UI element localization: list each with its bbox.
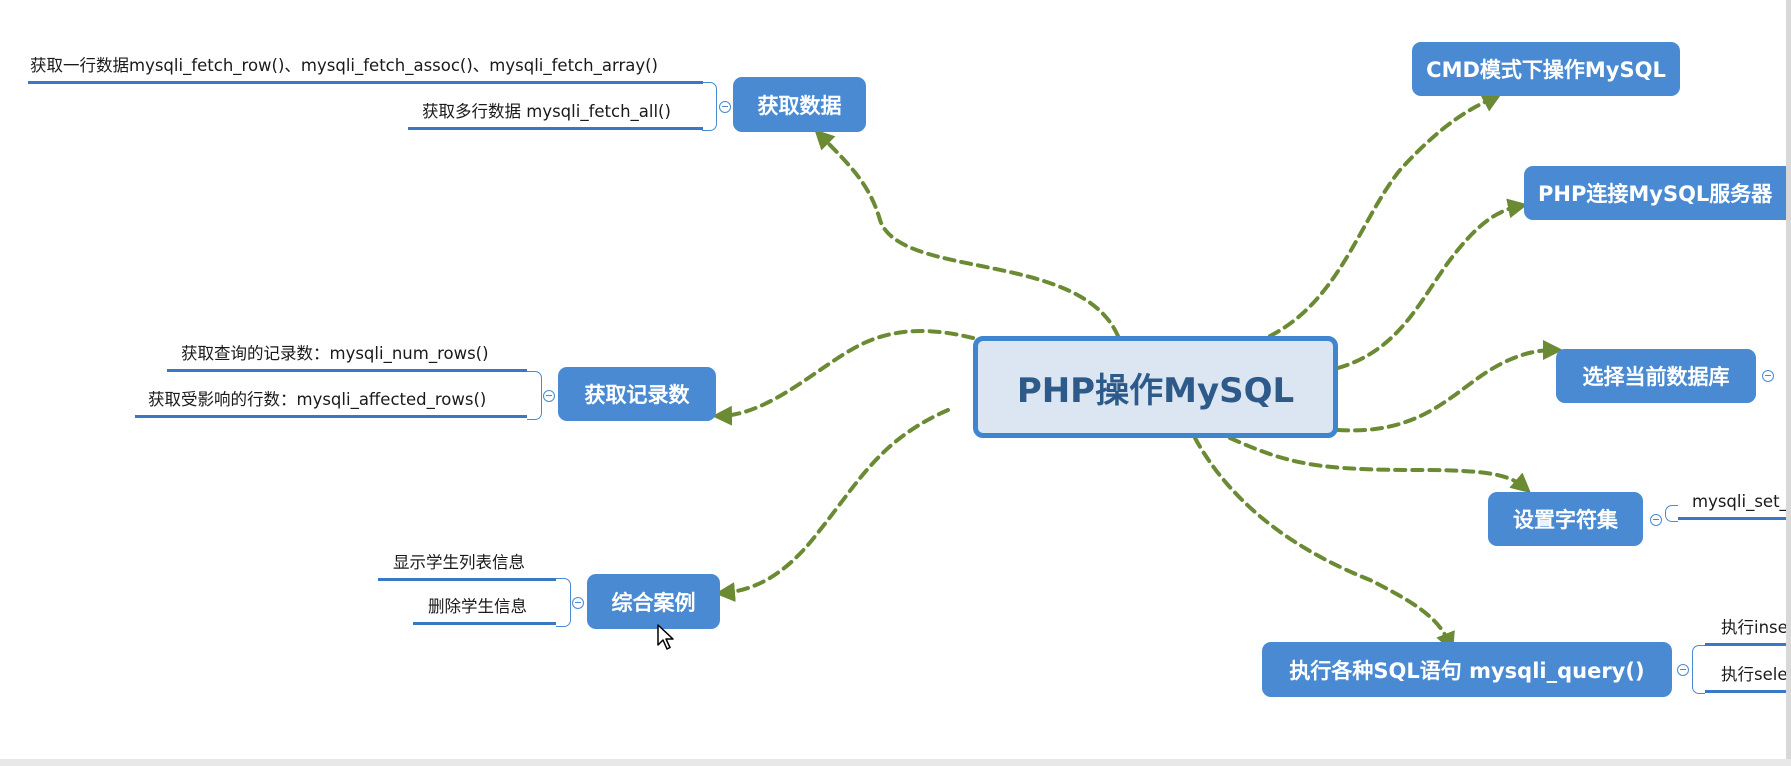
central-topic-label: PHP操作MySQL xyxy=(1016,370,1295,411)
leaf-show-students-underline xyxy=(378,578,556,581)
topic-charset[interactable]: 设置字符集 xyxy=(1488,492,1643,546)
leaf-exec-select-text: 执行sele xyxy=(1721,665,1786,684)
leaf-affected-rows-underline xyxy=(135,415,527,418)
topic-query[interactable]: 执行各种SQL语句 mysqli_query() xyxy=(1262,642,1672,697)
leaf-fetch-all-text: 获取多行数据 mysqli_fetch_all() xyxy=(422,102,671,121)
leaf-num-rows-text: 获取查询的记录数：mysqli_num_rows() xyxy=(181,344,489,363)
connector-to-charset xyxy=(1228,436,1532,494)
leaf-fetch-row[interactable]: 获取一行数据mysqli_fetch_row()、mysqli_fetch_as… xyxy=(30,56,702,76)
topic-row-count[interactable]: 获取记录数 xyxy=(558,367,716,421)
connector-to-select-db xyxy=(1336,340,1563,433)
collapse-toggle-charset[interactable] xyxy=(1650,514,1662,526)
topic-case-study[interactable]: 综合案例 xyxy=(587,574,720,629)
connector-to-case-study xyxy=(715,408,950,602)
topic-connect-label: PHP连接MySQL服务器 xyxy=(1538,182,1773,206)
leaf-fetch-row-text: 获取一行数据mysqli_fetch_row()、mysqli_fetch_as… xyxy=(30,56,658,75)
leaf-delete-student[interactable]: 删除学生信息 xyxy=(428,597,556,617)
leaf-set-charset-underline xyxy=(1678,517,1786,520)
leaf-show-students[interactable]: 显示学生列表信息 xyxy=(393,553,556,573)
topic-charset-label: 设置字符集 xyxy=(1513,508,1618,532)
leaf-exec-select-underline xyxy=(1705,690,1786,693)
leaf-exec-insert-underline xyxy=(1705,643,1786,646)
connector-to-query xyxy=(1193,436,1455,653)
topic-cmd[interactable]: CMD模式下操作MySQL xyxy=(1412,42,1680,96)
bracket-row-count xyxy=(527,371,542,420)
topic-fetch-data[interactable]: 获取数据 xyxy=(733,77,866,132)
leaf-delete-student-underline xyxy=(413,622,556,625)
topic-connect[interactable]: PHP连接MySQL服务器 xyxy=(1524,166,1786,220)
leaf-show-students-text: 显示学生列表信息 xyxy=(393,553,525,572)
central-topic[interactable]: PHP操作MySQL xyxy=(973,336,1338,438)
topic-select-db-label: 选择当前数据库 xyxy=(1582,365,1730,389)
leaf-exec-select[interactable]: 执行sele xyxy=(1721,665,1786,685)
leaf-fetch-all-underline xyxy=(408,127,703,130)
mouse-cursor-icon xyxy=(657,624,674,650)
connector-to-fetch-data xyxy=(814,129,1120,338)
bracket-fetch-data xyxy=(702,82,717,131)
leaf-delete-student-text: 删除学生信息 xyxy=(428,597,527,616)
leaf-affected-rows[interactable]: 获取受影响的行数：mysqli_affected_rows() xyxy=(148,390,527,410)
leaf-set-charset[interactable]: mysqli_set_ xyxy=(1692,492,1786,512)
collapse-toggle-query[interactable] xyxy=(1677,664,1689,676)
collapse-toggle-fetch-data[interactable] xyxy=(719,101,731,113)
topic-query-label: 执行各种SQL语句 mysqli_query() xyxy=(1289,658,1645,683)
scrollbar-edge[interactable] xyxy=(1786,0,1791,766)
connector-to-cmd xyxy=(1268,93,1503,338)
leaf-exec-insert-text: 执行inse xyxy=(1721,618,1786,637)
leaf-num-rows-underline xyxy=(167,369,527,372)
leaf-affected-rows-text: 获取受影响的行数：mysqli_affected_rows() xyxy=(148,390,487,409)
leaf-exec-insert[interactable]: 执行inse xyxy=(1721,618,1786,638)
bottom-bar xyxy=(0,759,1791,766)
topic-cmd-label: CMD模式下操作MySQL xyxy=(1426,58,1666,82)
topic-case-study-label: 综合案例 xyxy=(611,590,696,615)
topic-select-db[interactable]: 选择当前数据库 xyxy=(1556,349,1756,403)
collapse-toggle-case-study[interactable] xyxy=(572,597,584,609)
topic-row-count-label: 获取记录数 xyxy=(584,383,690,407)
collapse-toggle-select-db[interactable] xyxy=(1762,370,1774,382)
bracket-charset xyxy=(1665,505,1678,522)
topic-fetch-data-label: 获取数据 xyxy=(757,93,842,118)
bracket-query xyxy=(1692,645,1705,694)
connector-to-row-count xyxy=(712,329,975,426)
connector-to-connect xyxy=(1336,198,1528,370)
leaf-fetch-all[interactable]: 获取多行数据 mysqli_fetch_all() xyxy=(422,102,702,122)
collapse-toggle-row-count[interactable] xyxy=(543,390,555,402)
bracket-case-study xyxy=(556,578,571,627)
leaf-num-rows[interactable]: 获取查询的记录数：mysqli_num_rows() xyxy=(181,344,527,364)
leaf-fetch-row-underline xyxy=(28,81,703,84)
leaf-set-charset-text: mysqli_set_ xyxy=(1692,492,1786,511)
